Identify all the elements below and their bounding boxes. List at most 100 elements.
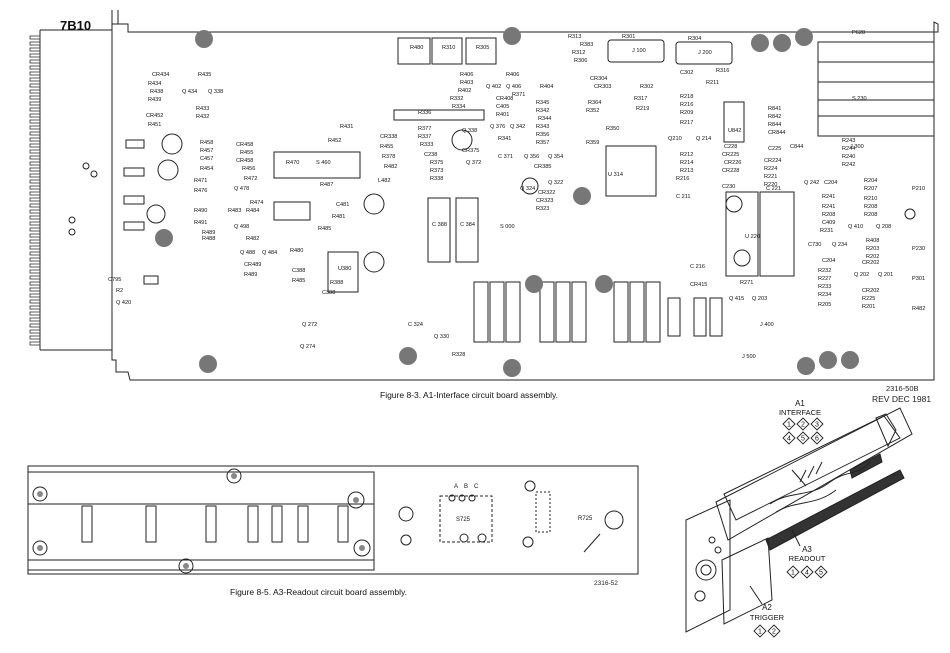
component-label: R373 (430, 168, 443, 174)
component-label: Q 402 (486, 84, 501, 90)
edge-pin (29, 323, 41, 328)
component-label: R232 (818, 268, 831, 274)
edge-pin (29, 95, 41, 100)
badge-diamond (810, 431, 824, 445)
component-label: Q 354 (548, 154, 563, 160)
edge-pin (29, 179, 41, 184)
a1-mounting-holes (155, 27, 859, 377)
component-label: R211 (706, 80, 719, 86)
edge-pin (29, 167, 41, 172)
edge-pin (29, 311, 41, 316)
component-label: R455 (380, 144, 393, 150)
edge-pin (29, 185, 41, 190)
component-label: C405 (496, 104, 509, 110)
component-label: U380 (338, 266, 351, 272)
component-label: C409 (822, 220, 835, 226)
edge-pin (29, 71, 41, 76)
component-label: R213 (680, 168, 693, 174)
badge-number: 1 (791, 570, 795, 577)
edge-pin (29, 125, 41, 130)
component-label: CR225 (722, 152, 739, 158)
component-label: R356 (536, 132, 549, 138)
component-label: R487 (320, 182, 333, 188)
component-label: R485 (292, 278, 305, 284)
edge-pin (29, 305, 41, 310)
component-label: Q 203 (752, 296, 767, 302)
badge-diamond (800, 565, 814, 579)
component-label: Q 201 (878, 272, 893, 278)
component-label: R218 (680, 94, 693, 100)
component-label: Q 484 (262, 250, 277, 256)
component-label: R334 (452, 104, 465, 110)
edge-pin (29, 137, 41, 142)
component-label: P628 (852, 30, 865, 36)
badge-number: 1 (787, 422, 791, 429)
component-label: Q 372 (466, 160, 481, 166)
component-label: Q 434 (182, 89, 197, 95)
model-label: 7B10 (60, 18, 92, 33)
component-label: C 388 (432, 222, 447, 228)
badge-number: 3 (815, 422, 819, 429)
component-label: R214 (680, 160, 693, 166)
edge-pin (29, 149, 41, 154)
badge-number: 2 (801, 422, 805, 429)
component-label: CR202 (862, 288, 879, 294)
component-label: R234 (818, 292, 831, 298)
component-label: R383 (580, 42, 593, 48)
component-label: J 100 (632, 48, 646, 54)
component-label: R231 (820, 228, 833, 234)
badge-number: 2 (772, 629, 776, 636)
component-label: R483 (228, 208, 241, 214)
figure-a1-caption: Figure 8-3. A1-Interface circuit board a… (380, 390, 558, 400)
component-label: Q 415 (729, 296, 744, 302)
component-label: Q210 (668, 136, 682, 142)
component-label: Q 478 (234, 186, 249, 192)
figure-a3-caption: Figure 8-5. A3-Readout circuit board ass… (230, 587, 408, 597)
component-label: S 460 (316, 160, 331, 166)
component-label: R217 (680, 120, 693, 126)
component-label: CR224 (764, 158, 781, 164)
component-label: R202 (866, 254, 879, 260)
component-label: R316 (716, 68, 729, 74)
component-label: CR304 (590, 76, 607, 82)
component-label: CR303 (594, 84, 611, 90)
component-label: R205 (818, 302, 831, 308)
badge-diamond (814, 565, 828, 579)
component-label: C481 (336, 202, 349, 208)
component-label: R310 (442, 45, 455, 51)
component-label: R402 (458, 88, 471, 94)
component-label: R476 (194, 188, 207, 194)
component-label: R377 (418, 126, 431, 132)
component-label: Q 498 (234, 224, 249, 230)
edge-pin (29, 83, 41, 88)
edge-pin (29, 53, 41, 58)
component-label: R406 (506, 72, 519, 78)
component-label: C204 (824, 180, 837, 186)
component-label: R233 (818, 284, 831, 290)
component-label: R306 (574, 58, 587, 64)
component-label: J 500 (742, 354, 756, 360)
component-label: Q 208 (876, 224, 891, 230)
component-label: R439 (148, 97, 161, 103)
component-label: R480 (410, 45, 423, 51)
component-label: S 000 (500, 224, 515, 230)
component-label: R304 (688, 36, 701, 42)
component-label: R216 (676, 176, 689, 182)
component-label: R844 (768, 122, 781, 128)
component-label: CR452 (146, 113, 163, 119)
component-label: R378 (382, 154, 395, 160)
component-label: Q 338 (208, 89, 223, 95)
component-label: R350 (606, 126, 619, 132)
component-label: R438 (150, 89, 163, 95)
component-label: Q 274 (300, 344, 315, 350)
edge-pin (29, 41, 41, 46)
a3-locator-name: A3 (802, 545, 812, 554)
a1-locator-sub: INTERFACE (779, 408, 821, 417)
component-label: R336 (418, 110, 431, 116)
badge-diamond (796, 431, 810, 445)
badge-diamond (782, 417, 796, 431)
